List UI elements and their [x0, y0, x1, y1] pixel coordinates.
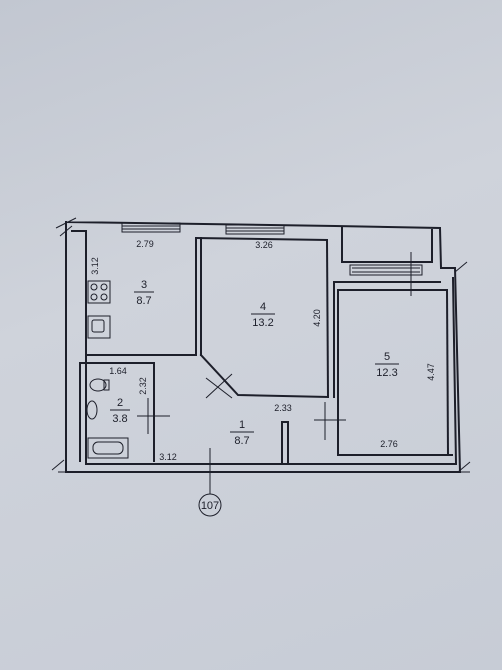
corner-ticks [51, 217, 471, 473]
dim-bath-length: 2.32 [138, 377, 148, 395]
door-marks [137, 373, 346, 478]
dim-hall-width: 3.12 [159, 452, 177, 462]
room-1-area: 8.7 [234, 435, 249, 447]
dim-kitchen-length: 3.12 [90, 257, 100, 275]
room-labels: 3 8.7 4 13.2 2 3.8 1 8.7 5 12.3 [110, 279, 399, 447]
dim-bath-width: 1.64 [109, 366, 127, 376]
axis-marker: 107 [198, 478, 222, 517]
dim-kitchen-width: 2.79 [136, 239, 154, 249]
room-3-area: 8.7 [136, 295, 151, 307]
room-4-area: 13.2 [252, 317, 273, 329]
interior-walls [79, 236, 453, 465]
room-1-number: 1 [239, 419, 245, 431]
dim-room4-width: 3.26 [255, 240, 273, 250]
outer-walls [58, 220, 470, 473]
balcony [341, 227, 433, 296]
axis-marker-label: 107 [201, 500, 219, 512]
room-4-number: 4 [260, 301, 266, 313]
kitchen-fixtures [87, 280, 111, 339]
dim-room4-length: 4.20 [312, 309, 322, 327]
bathroom-fixtures [86, 378, 129, 459]
dim-hall-depth: 2.33 [274, 403, 292, 413]
room-2-number: 2 [117, 397, 123, 409]
dim-room5-width: 2.76 [380, 439, 398, 449]
windows [121, 222, 285, 235]
room-2-area: 3.8 [112, 413, 127, 425]
room-5-area: 12.3 [376, 367, 397, 379]
dim-room5-length: 4.47 [426, 363, 436, 381]
dimension-labels: 2.79 3.12 3.26 4.20 1.64 2.32 2.33 3.12 … [90, 239, 436, 462]
room-5-number: 5 [384, 351, 390, 363]
room-3-number: 3 [141, 279, 147, 291]
